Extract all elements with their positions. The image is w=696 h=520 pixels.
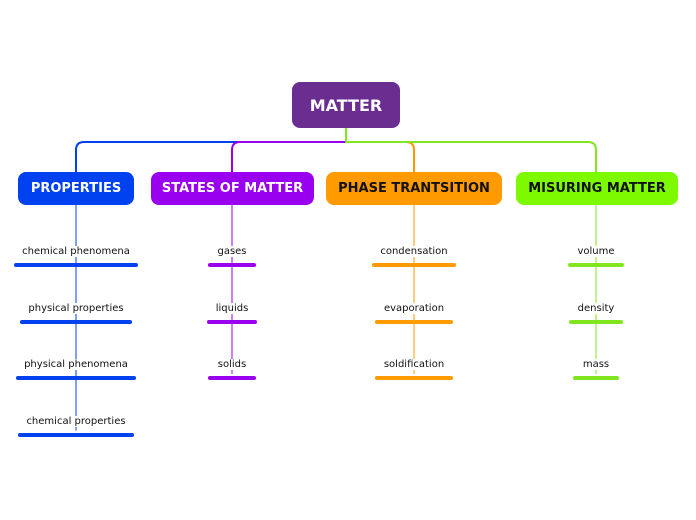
leaf-underline xyxy=(569,319,623,324)
leaf-label[interactable]: chemical phenomena xyxy=(20,246,132,257)
leaf-underline xyxy=(208,263,256,267)
leaf-label[interactable]: physical properties xyxy=(26,302,126,314)
leaf-underline xyxy=(207,319,257,324)
branch-node-states-of-matter[interactable]: STATES OF MATTER xyxy=(151,172,314,205)
leaf-label[interactable]: physical phenomena xyxy=(22,359,130,371)
leaf-underline xyxy=(14,263,138,267)
leaf-label[interactable]: liquids xyxy=(213,302,251,314)
leaf-label[interactable]: density xyxy=(575,302,617,314)
leaf-underline xyxy=(375,376,453,381)
leaf-underline xyxy=(375,319,453,324)
branch-connector-line xyxy=(345,141,597,173)
leaf-label[interactable]: chemical properties xyxy=(24,416,128,428)
leaf-underline xyxy=(568,263,624,267)
leaf-label[interactable]: condensation xyxy=(378,246,450,257)
leaf-underline xyxy=(20,319,132,324)
leaf-underline xyxy=(372,263,456,267)
leaf-underline xyxy=(573,376,619,381)
branch-connector-line xyxy=(345,141,415,173)
leaf-label[interactable]: soldification xyxy=(381,359,447,371)
branch-connector-line xyxy=(75,141,347,173)
branch-label: MISURING MATTER xyxy=(528,181,666,196)
leaf-label[interactable]: solids xyxy=(215,359,249,371)
branch-node-measuring-matter[interactable]: MISURING MATTER xyxy=(516,172,678,205)
root-node[interactable]: MATTER xyxy=(292,82,400,128)
root-label: MATTER xyxy=(309,95,383,115)
leaf-label[interactable]: gases xyxy=(215,246,249,257)
leaf-underline xyxy=(208,376,256,381)
leaf-label[interactable]: volume xyxy=(575,246,617,257)
leaf-label[interactable]: evaporation xyxy=(381,302,447,314)
branch-node-phase-transition[interactable]: PHASE TRANTSITION xyxy=(326,172,502,205)
branch-label: PROPERTIES xyxy=(30,181,122,196)
branch-connector-line xyxy=(231,141,347,173)
branch-label: PHASE TRANTSITION xyxy=(338,181,490,196)
leaf-underline xyxy=(18,433,134,438)
branch-label: STATES OF MATTER xyxy=(161,181,304,196)
leaf-underline xyxy=(16,376,136,381)
branch-node-properties[interactable]: PROPERTIES xyxy=(18,172,134,205)
leaf-label[interactable]: mass xyxy=(580,359,612,371)
